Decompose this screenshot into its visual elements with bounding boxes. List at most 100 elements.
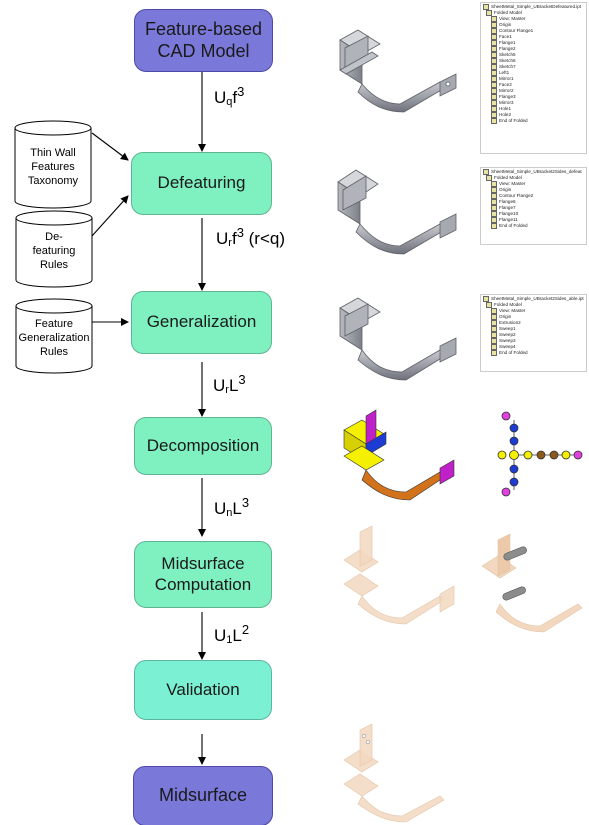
tree-node[interactable]: Flange7 xyxy=(483,205,584,211)
tree-node[interactable]: View: Master xyxy=(483,16,584,22)
tree-node[interactable]: SheetMetal_Simple_UBracketDefeatured.ipt xyxy=(483,4,584,10)
tree-node[interactable]: Sketch5 xyxy=(483,52,584,58)
tree-node-label: Sweep2 xyxy=(499,332,516,338)
tree-node[interactable]: Origin xyxy=(483,314,584,320)
tree-node[interactable]: End of Folded xyxy=(483,223,584,229)
tree-node-icon xyxy=(491,193,497,199)
tree-node-icon xyxy=(491,308,497,314)
tree-node-label: Contour Flange1 xyxy=(499,28,534,34)
tree-node[interactable]: Origin xyxy=(483,22,584,28)
tree-node-icon xyxy=(491,112,497,118)
decomposition-label: Decomposition xyxy=(146,435,260,455)
tree-node-label: Flange7 xyxy=(499,205,516,211)
tree-node[interactable]: Flange6 xyxy=(483,199,584,205)
tree-node-label: Flange11 xyxy=(499,217,518,223)
tree-node[interactable]: Contour Flange2 xyxy=(483,193,584,199)
tree-node[interactable]: Flange2 xyxy=(483,46,584,52)
tree-node[interactable]: Origin xyxy=(483,187,584,193)
taxonomy-cylinder xyxy=(14,120,92,209)
tree-node-label: Flange1 xyxy=(499,40,516,46)
tree-node[interactable]: Contour Flange1 xyxy=(483,28,584,34)
tree-node-label: Folded Model xyxy=(494,10,522,16)
tree-node[interactable]: Mirror1 xyxy=(483,76,584,82)
tree-node[interactable]: View: Master xyxy=(483,181,584,187)
tree-node-icon xyxy=(491,40,497,46)
tree-node-icon xyxy=(491,46,497,52)
tree-node-icon xyxy=(491,332,497,338)
tree-node-label: Flange10 xyxy=(499,211,519,217)
tree-node[interactable]: SheetMetal_Simple_UBracket2Sides_defeat xyxy=(483,169,584,175)
tree-node-icon xyxy=(491,223,497,229)
tree-node-icon xyxy=(491,326,497,332)
tree-node-label: Flange6 xyxy=(499,199,516,205)
tree-node-icon xyxy=(491,199,497,205)
tree-node-icon xyxy=(491,217,497,223)
tree-node-label: Sweep3 xyxy=(499,338,516,344)
tree-node[interactable]: Sketch7 xyxy=(483,64,584,70)
tree-node[interactable]: Flange10 xyxy=(483,211,584,217)
tree-node-label: End of Folded xyxy=(499,350,528,356)
tree-node-icon xyxy=(483,4,489,10)
edge-label-2: Urf3 (r<q) xyxy=(216,225,286,249)
decomposition-graph xyxy=(497,411,583,497)
tree-node-icon xyxy=(491,64,497,70)
tree-node-icon xyxy=(491,34,497,40)
tree-node[interactable]: View: Master xyxy=(483,308,584,314)
tree-node-icon xyxy=(491,88,497,94)
tree-node-icon xyxy=(486,302,492,308)
tree-node-label: Left1 xyxy=(499,70,510,76)
decomposition-box: Decomposition xyxy=(134,417,272,475)
tree-node-icon xyxy=(491,58,497,64)
tree-node-icon xyxy=(491,338,497,344)
tree-node[interactable]: Sweep1 xyxy=(483,326,584,332)
tree-node[interactable]: Folded Model xyxy=(483,302,584,308)
tree-node[interactable]: Face2 xyxy=(483,82,584,88)
tree-node[interactable]: Sweep3 xyxy=(483,338,584,344)
tree-node[interactable]: End of Folded xyxy=(483,350,584,356)
tree-node[interactable]: Flange1 xyxy=(483,40,584,46)
tree-node-icon xyxy=(491,94,497,100)
decomposed-model xyxy=(343,409,455,501)
edge-label-3: UrL3 xyxy=(213,372,246,396)
tree-node[interactable]: Flange11 xyxy=(483,217,584,223)
tree-node[interactable]: Flange3 xyxy=(483,94,584,100)
tree-node-label: End of Folded xyxy=(499,223,528,229)
midsurface-model-2 xyxy=(481,533,583,633)
tree-node[interactable]: Sweep2 xyxy=(483,332,584,338)
midsurface-box: Midsurface xyxy=(133,766,273,825)
tree-node-icon xyxy=(491,28,497,34)
tree-node[interactable]: Mirror3 xyxy=(483,100,584,106)
tree-node-icon xyxy=(486,10,492,16)
tree-node[interactable]: Sweep4 xyxy=(483,344,584,350)
tree-node[interactable]: Left1 xyxy=(483,70,584,76)
tree-node-icon xyxy=(491,314,497,320)
tree-node[interactable]: Hole2 xyxy=(483,112,584,118)
bracket-model-1 xyxy=(339,29,457,113)
tree-node[interactable]: Extrusion2 xyxy=(483,320,584,326)
defeaturing-label: Defeaturing xyxy=(157,173,246,193)
tree-node-label: Hole2 xyxy=(499,112,512,118)
tree-node-icon xyxy=(486,175,492,181)
tree-node[interactable]: SheetMetal_Simple_UBracket2Sides_able.ip… xyxy=(483,296,584,302)
tree-node-label: Origin xyxy=(499,314,512,320)
tree-node[interactable]: End of Folded xyxy=(483,118,584,124)
tree-node-label: Mirror2 xyxy=(499,88,514,94)
feature-cad-model-label: Feature-based CAD Model xyxy=(144,18,263,61)
tree-node-icon xyxy=(491,52,497,58)
tree-node[interactable]: Mirror2 xyxy=(483,88,584,94)
tree-node[interactable]: Face1 xyxy=(483,34,584,40)
tree-node[interactable]: Folded Model xyxy=(483,10,584,16)
tree-node[interactable]: Sketch6 xyxy=(483,58,584,64)
feature-cad-model-box: Feature-based CAD Model xyxy=(134,9,273,72)
tree-node[interactable]: Folded Model xyxy=(483,175,584,181)
tree-node-label: Flange3 xyxy=(499,94,516,100)
tree-node[interactable]: Hole1 xyxy=(483,106,584,112)
generalization-label: Generalization xyxy=(146,312,257,332)
tree-node-label: Flange2 xyxy=(499,46,516,52)
tree-node-label: Face1 xyxy=(499,34,512,40)
taxonomy-cylinder-label: Thin Wall Features Taxonomy xyxy=(27,146,79,188)
tree-node-label: View: Master xyxy=(499,181,526,187)
tree-node-icon xyxy=(491,187,497,193)
tree-node-label: Contour Flange2 xyxy=(499,193,534,199)
